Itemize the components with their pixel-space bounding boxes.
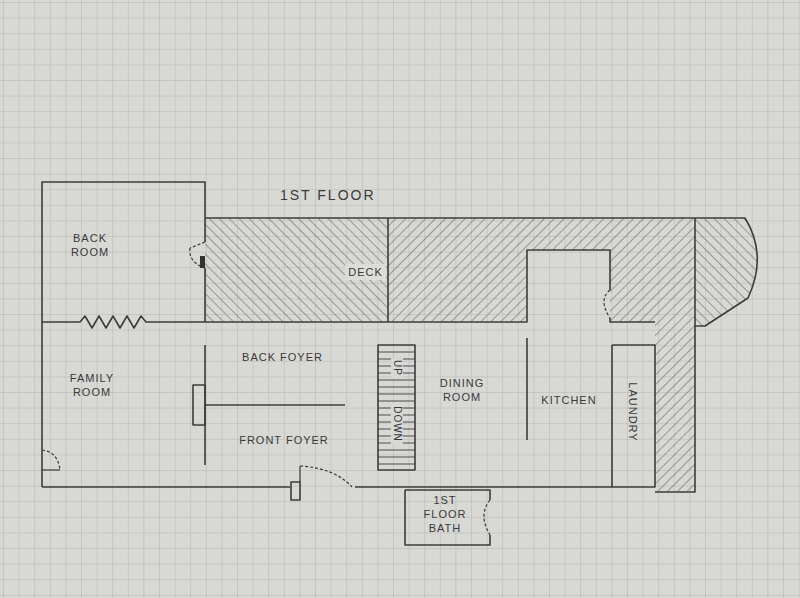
stair-direction: DOWN — [391, 404, 403, 444]
deck-hatch — [388, 218, 695, 492]
deck-hatch — [695, 218, 757, 326]
room-name: FRONT FOYER — [239, 433, 329, 447]
deck-divider — [387, 218, 389, 322]
room-label: FAMILY ROOM — [56, 371, 128, 399]
front-door — [291, 482, 300, 500]
room-name: FAMILY ROOM — [56, 371, 128, 399]
room-label: KITCHEN — [540, 393, 598, 407]
room-name: BACK ROOM — [59, 231, 121, 259]
wall — [205, 404, 345, 406]
door-swing — [42, 450, 60, 470]
room-label: BACK FOYER — [241, 350, 324, 364]
room-label: BACK ROOM — [59, 231, 121, 259]
plan-title: 1ST FLOOR — [280, 189, 376, 201]
door — [299, 466, 300, 482]
wall — [526, 338, 528, 440]
zigzag-wall — [42, 316, 205, 328]
door-swing — [484, 500, 490, 535]
deck-band: DECK — [344, 264, 387, 280]
deck-outline — [205, 218, 757, 492]
room-label: 1ST FLOOR BATH — [414, 493, 476, 535]
room-label: LAUNDRY — [626, 381, 640, 443]
room-label: DINING ROOM — [426, 376, 498, 404]
wall — [611, 345, 613, 487]
stair-direction: UP — [391, 358, 403, 378]
room-name: DECK — [345, 264, 386, 280]
door-swing — [190, 242, 205, 268]
room-name: BACK FOYER — [242, 350, 323, 364]
door-swing — [300, 466, 352, 487]
room-name: DINING ROOM — [426, 376, 498, 404]
deck-divider — [694, 218, 696, 326]
deck-hatch — [205, 218, 388, 322]
door — [200, 256, 205, 268]
stair-treads — [378, 352, 415, 464]
wall — [42, 345, 655, 487]
stairs — [378, 345, 415, 470]
door — [42, 469, 60, 470]
wall — [405, 490, 490, 545]
room-name: KITCHEN — [541, 393, 596, 407]
door-swing — [604, 290, 610, 318]
fireplace — [193, 385, 205, 425]
wall — [42, 182, 205, 487]
room-name: 1ST FLOOR BATH — [414, 493, 476, 535]
room-label: FRONT FOYER — [238, 433, 330, 447]
room-name: LAUNDRY — [626, 382, 640, 441]
